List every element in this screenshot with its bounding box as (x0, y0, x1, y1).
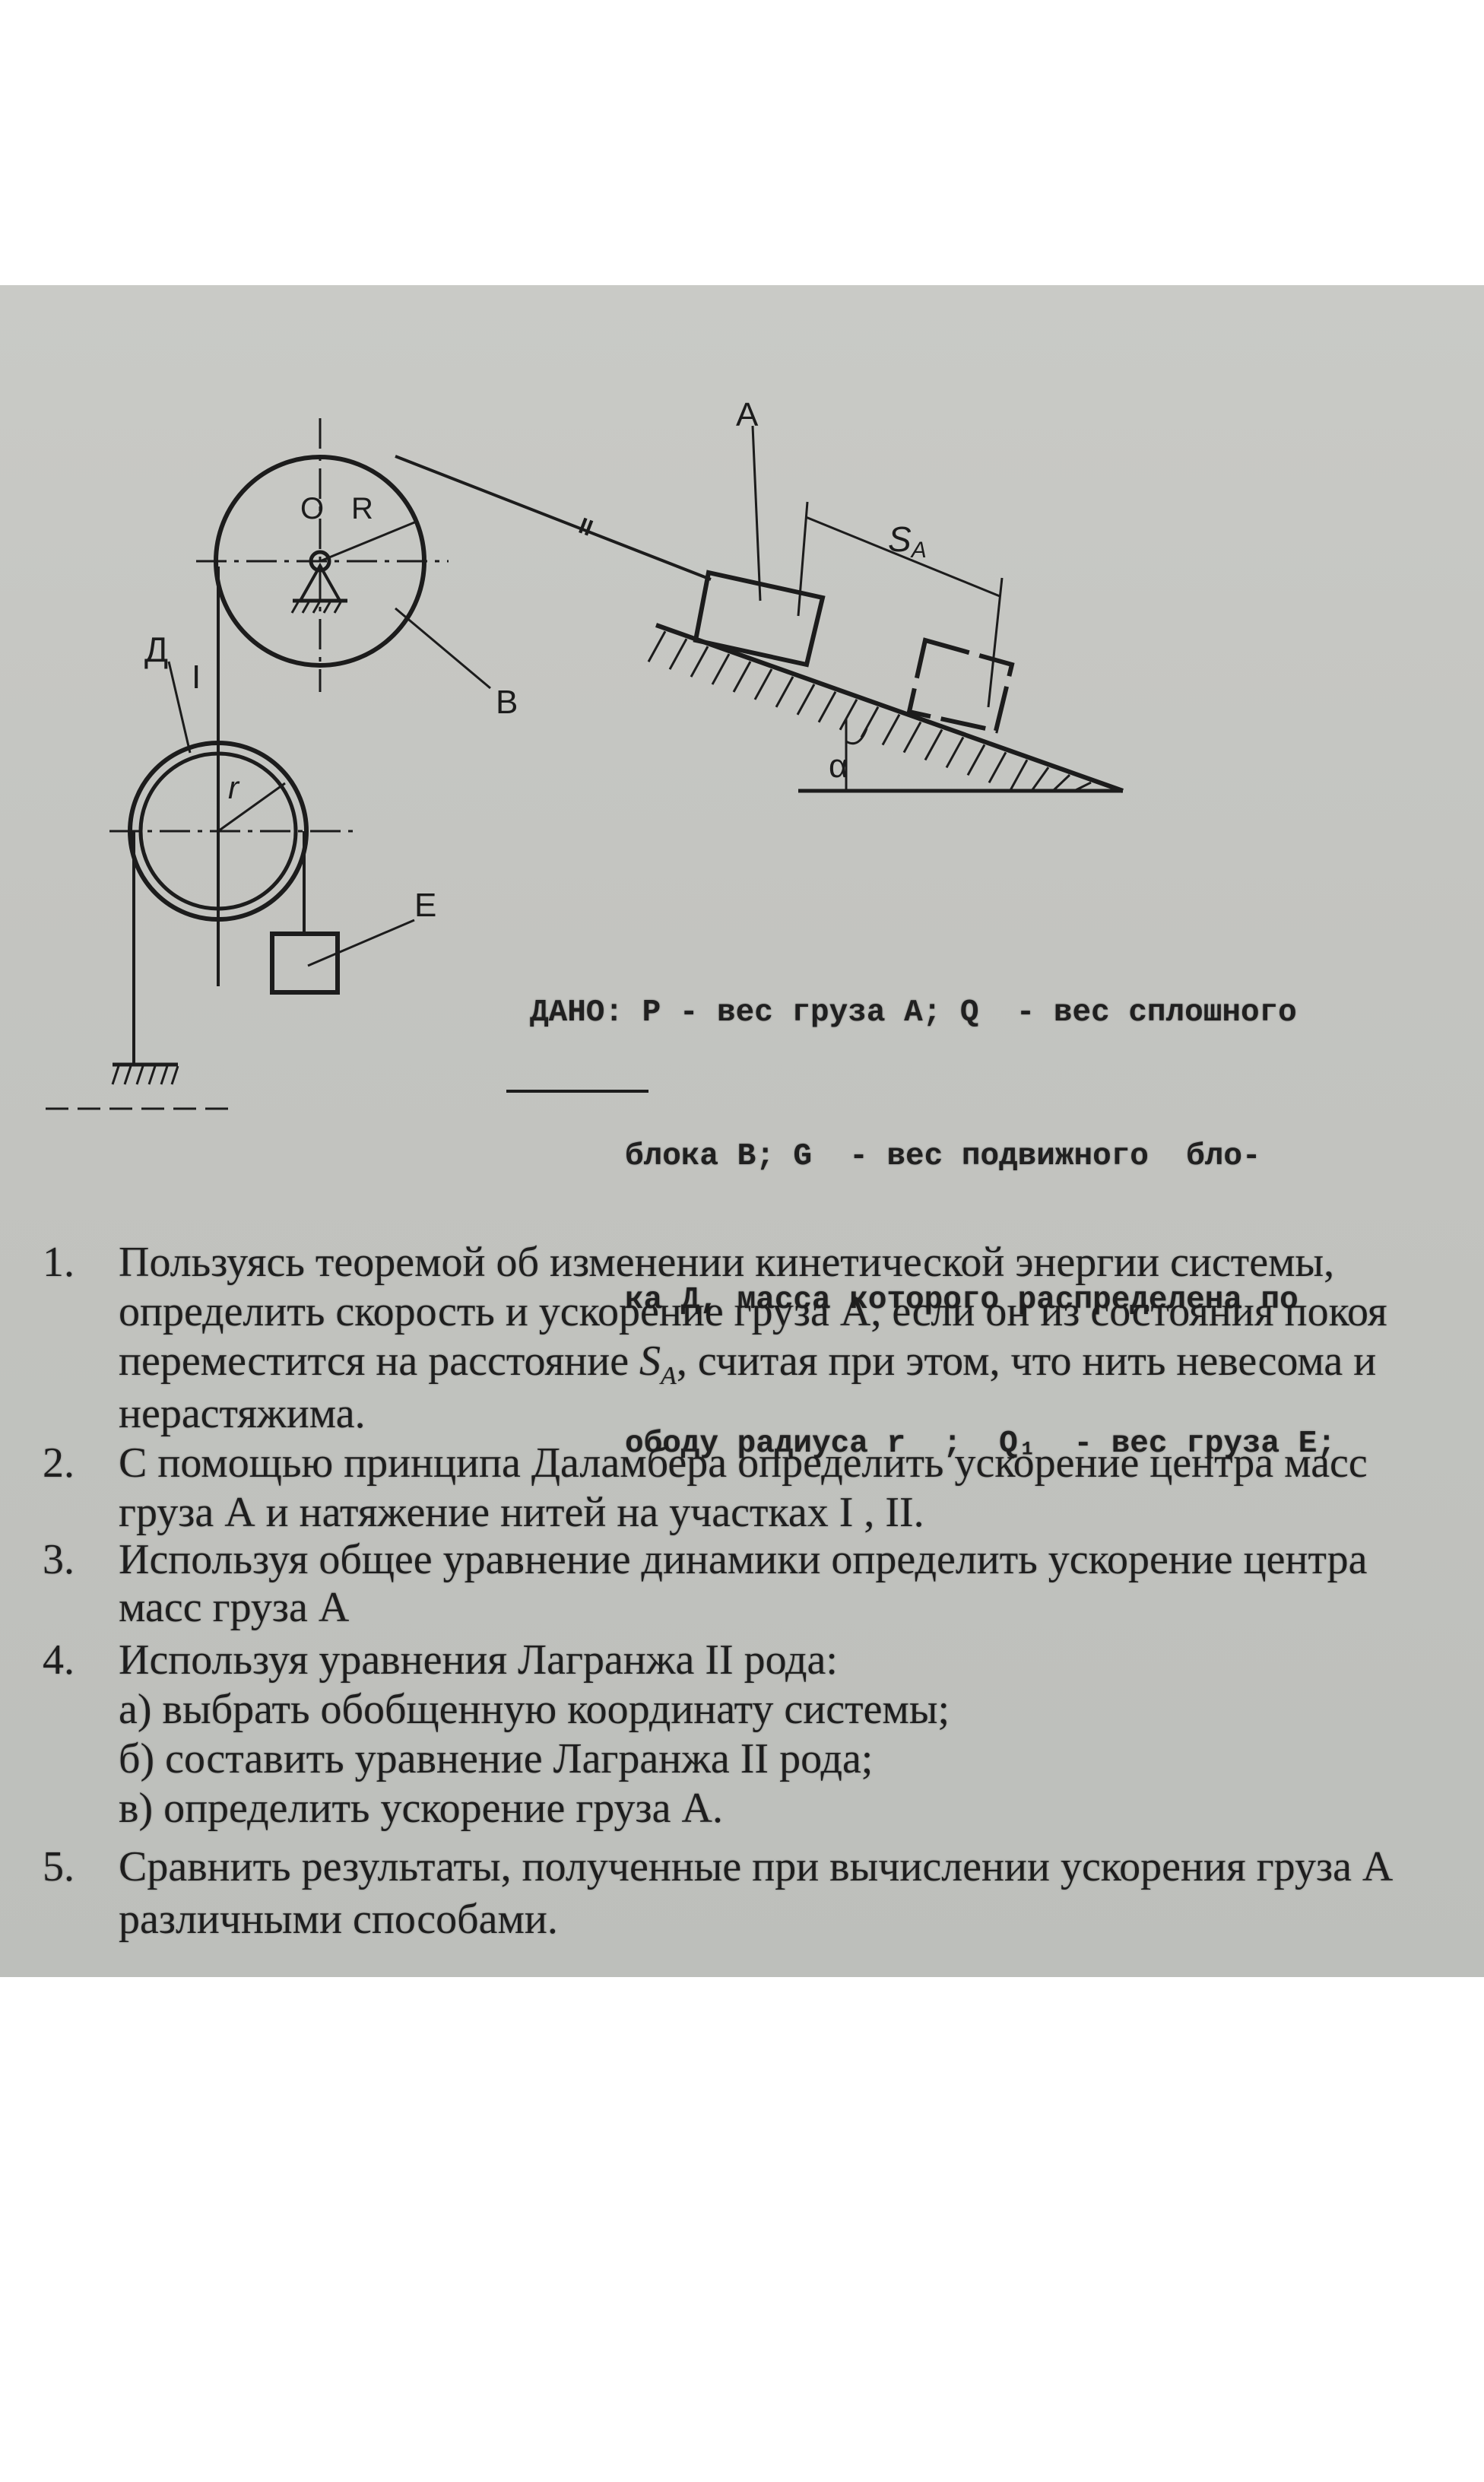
task-number: 1. (43, 1239, 75, 1286)
given-line: ободу радиуса r ; Q₁ - вес груза Е; (625, 1427, 1336, 1462)
pulley-b-support-hatch (290, 601, 342, 614)
hatch-line (690, 646, 709, 678)
hatch-line (1009, 759, 1029, 791)
paper-sheet (0, 285, 1484, 1977)
task-line: нерастяжима. (119, 1390, 366, 1437)
hatch-line (775, 676, 794, 708)
hatch-line (1030, 766, 1050, 792)
label-d: Д (144, 630, 168, 669)
hatch-line (753, 668, 773, 700)
task-line: С помощью принципа Даламбера определить … (119, 1439, 1368, 1487)
task-line: определить скорость и ускорение груза А,… (119, 1288, 1387, 1335)
hatch-line (881, 713, 901, 746)
pulley-b-support (299, 562, 341, 601)
incline-surface (655, 623, 1124, 793)
load-a (693, 570, 826, 668)
pulley-b-leader (395, 607, 491, 690)
task-line: б) составить уравнение Лагранжа II рода; (119, 1735, 874, 1782)
label-b: B (496, 684, 518, 721)
hatch-line (668, 638, 688, 670)
hatch-line (817, 691, 837, 723)
radius-r-arrow (319, 519, 419, 563)
alpha-arc (845, 728, 868, 745)
label-ii: II (576, 513, 596, 541)
given-line: ка Д, масса которого распределена по (625, 1283, 1298, 1318)
label-sa: SA (888, 519, 927, 563)
hatch-line (945, 736, 965, 769)
rope-ii (395, 455, 712, 581)
hatch-line (839, 698, 858, 731)
load-e (270, 932, 340, 995)
task-number: 2. (43, 1439, 75, 1487)
incline-hatch (647, 630, 1092, 792)
hatch-line (988, 751, 1007, 784)
task-line: а) выбрать обобщенную координату системы… (119, 1686, 950, 1733)
hatch-line (1051, 774, 1071, 792)
hatch-line (732, 661, 752, 693)
hatch-line (796, 684, 816, 716)
task-line: Пользуясь теоремой об изменении кинетиче… (119, 1239, 1335, 1286)
label-o: O (300, 492, 324, 525)
hatch-line (966, 744, 986, 776)
given-line: ДАНО: Р - вес груза А; Q - вес сплошного (530, 995, 1297, 1030)
pulley-d-leader (167, 661, 192, 754)
task-line: масс груза А (119, 1584, 350, 1631)
pulley-b-axle (309, 550, 331, 573)
task-line: переместится на расстояние SA, считая пр… (119, 1338, 1377, 1391)
load-a-final-position (906, 637, 1015, 734)
task-line: в) определить ускорение груза А. (119, 1785, 723, 1832)
load-e-leader (307, 919, 415, 967)
hatch-line (902, 721, 922, 754)
pulley-d-inner (138, 751, 298, 911)
ground-hatch (111, 1065, 179, 1085)
task-line: Сравнить результаты, полученные при вычи… (119, 1843, 1394, 1890)
hatch-line (711, 653, 731, 685)
label-alpha: α (829, 747, 848, 785)
hatch-line (647, 630, 667, 662)
given-block: ДАНО: Р - вес груза А; Q - вес сплошного… (530, 893, 1336, 1516)
task-number: 5. (43, 1843, 75, 1890)
given-line: блока В; G - вес подвижного бло- (625, 1139, 1261, 1174)
radius-small-r-arrow (217, 782, 286, 833)
label-a: A (736, 396, 759, 433)
sa-dimension-arrow (805, 516, 1000, 598)
task-line: различными способами. (119, 1896, 558, 1943)
task-line: Используя уравнения Лагранжа II рода: (119, 1636, 838, 1684)
task-number: 3. (43, 1536, 75, 1583)
load-a-leader (751, 425, 762, 601)
label-i: I (192, 659, 201, 696)
hatch-line (1073, 781, 1092, 792)
label-small-r: r (228, 770, 240, 805)
hatch-line (924, 728, 943, 761)
label-e: E (414, 887, 436, 924)
mechanism-diagram: A SA O R B Д I II r E α (46, 396, 1124, 1110)
task-line: груза А и натяжение нитей на участках I … (119, 1489, 924, 1536)
label-r: R (351, 492, 373, 525)
task-number: 4. (43, 1636, 75, 1684)
task-line: Используя общее уравнение динамики опред… (119, 1536, 1368, 1583)
